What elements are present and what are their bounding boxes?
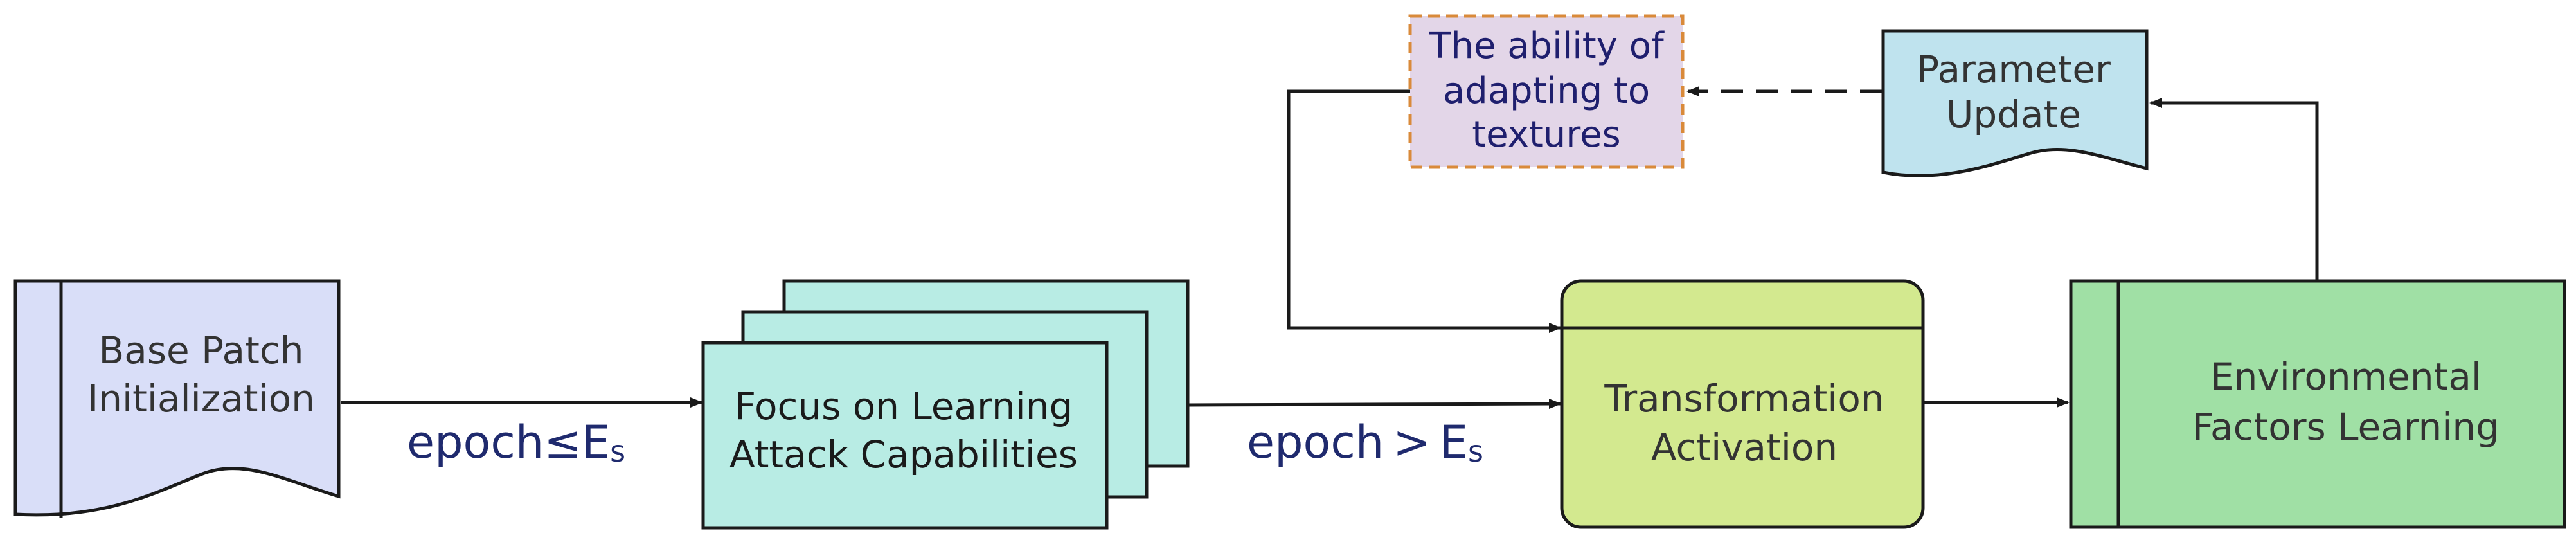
node-texture-ability: The ability of adapting to textures bbox=[1408, 14, 1685, 169]
epoch-le-main: epoch≤E bbox=[407, 416, 610, 469]
base-patch-label-line1: Base Patch bbox=[99, 329, 304, 372]
base-patch-shape bbox=[13, 279, 341, 517]
focus-stack-front bbox=[701, 341, 1109, 530]
edge-focus-to-transformation bbox=[1187, 399, 1562, 410]
edge-texture-to-transformation bbox=[1287, 89, 1562, 333]
focus-label-line1: Focus on Learning bbox=[735, 384, 1073, 428]
transformation-shape bbox=[1560, 279, 1925, 529]
node-transformation: Transformation Activation bbox=[1560, 279, 1925, 529]
environmental-shape bbox=[2069, 279, 2566, 529]
edge-label-epoch-gt: epoch > Es bbox=[1247, 416, 1483, 469]
texture-ability-shape bbox=[1408, 14, 1685, 169]
transformation-label-line2: Activation bbox=[1651, 426, 1838, 469]
edge-label-epoch-le: epoch≤Es bbox=[407, 416, 625, 469]
parameter-update-label-line1: Parameter bbox=[1917, 48, 2111, 91]
environmental-label-line2: Factors Learning bbox=[2192, 405, 2500, 449]
texture-ability-label-line3: textures bbox=[1472, 114, 1620, 156]
environmental-label-line1: Environmental bbox=[2210, 355, 2482, 399]
texture-ability-label-line1: The ability of bbox=[1428, 25, 1665, 67]
node-parameter-update: Parameter Update bbox=[1881, 29, 2149, 177]
node-environmental: Environmental Factors Learning bbox=[2069, 279, 2566, 529]
epoch-gt-subscript: s bbox=[1468, 434, 1483, 469]
epoch-le-text: epoch≤Es bbox=[407, 416, 625, 469]
parameter-update-label-line2: Update bbox=[1946, 93, 2081, 136]
epoch-gt-text: epoch > Es bbox=[1247, 416, 1483, 469]
base-patch-label-line2: Initialization bbox=[87, 377, 315, 420]
node-focus-learning: Focus on Learning Attack Capabilities bbox=[701, 279, 1190, 530]
connectors bbox=[341, 86, 2319, 410]
transformation-label-line1: Transformation bbox=[1604, 377, 1884, 420]
epoch-gt-main: epoch > E bbox=[1247, 416, 1468, 469]
node-base-patch: Base Patch Initialization bbox=[13, 279, 341, 518]
epoch-le-subscript: s bbox=[610, 434, 625, 469]
focus-label-line2: Attack Capabilities bbox=[729, 433, 1078, 476]
edge-environmental-to-parameter bbox=[2149, 98, 2319, 281]
texture-ability-label-line2: adapting to bbox=[1443, 70, 1650, 112]
parameter-update-shape bbox=[1881, 29, 2149, 177]
